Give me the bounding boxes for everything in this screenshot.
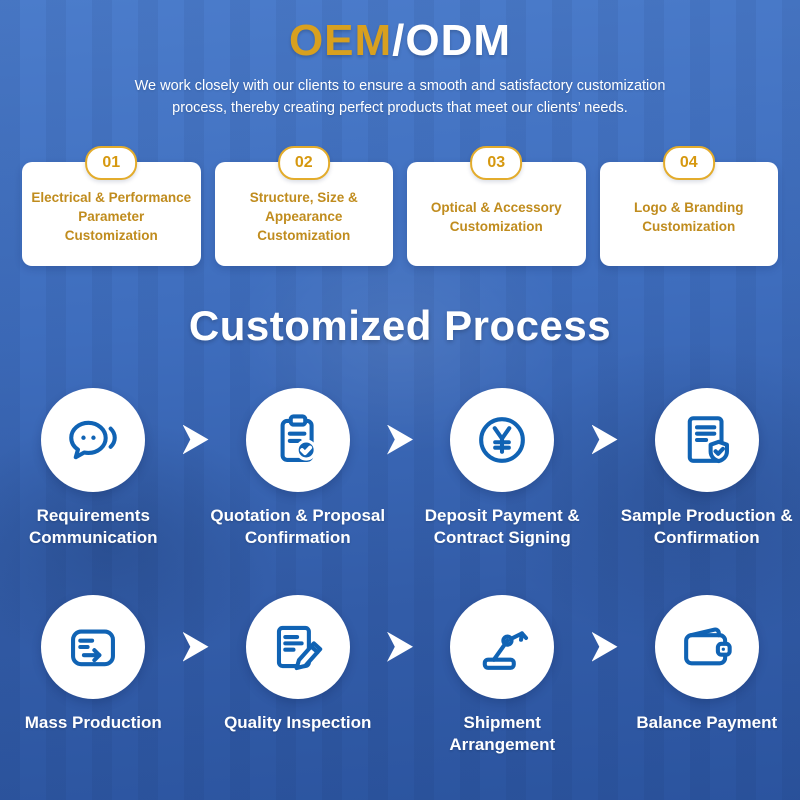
chat-icon (69, 420, 118, 459)
yen-coin-icon (479, 416, 526, 463)
arrow-right-icon (591, 631, 618, 662)
clipboard-check-icon (280, 413, 317, 462)
step-circle (654, 594, 759, 699)
wallet-icon (683, 627, 732, 666)
step-circle (245, 387, 350, 492)
intro-text: We work closely with our clients to ensu… (134, 78, 666, 116)
card-label: Optical & Accessory Customization (430, 199, 562, 234)
step-label: Shipment Arrangement (449, 712, 556, 754)
card-number-badge: 03 (470, 145, 523, 180)
step-label: Quality Inspection (224, 712, 372, 732)
arrow-right-icon (182, 631, 209, 662)
page-title: OEM/ODM (0, 0, 800, 66)
card-number-badge: 01 (85, 145, 138, 180)
customization-card-1: 01 Electrical & Performance Parameter Cu… (22, 145, 201, 266)
process-step-mass-production: Mass Production (4, 594, 183, 734)
customization-card-2: 02 Structure, Size & Appearance Customiz… (214, 145, 393, 266)
step-circle (41, 594, 146, 699)
process-step-deposit: Deposit Payment & Contract Signing (413, 387, 592, 549)
step-label: Deposit Payment & Contract Signing (424, 505, 580, 547)
step-circle (245, 594, 350, 699)
card-label: Electrical & Performance Parameter Custo… (31, 190, 192, 243)
arrow-right-icon (182, 424, 209, 455)
process-row-2: Mass Production Quality Inspection (0, 594, 800, 756)
title-odm: /ODM (392, 16, 512, 65)
title-oem: OEM (288, 16, 393, 65)
step-circle (654, 387, 759, 492)
card-number-badge: 02 (277, 145, 330, 180)
card-label: Logo & Branding Customization (634, 199, 744, 234)
document-pencil-icon (276, 625, 322, 670)
process-title: Customized Process (188, 301, 612, 349)
process-step-sample: Sample Production & Confirmation (618, 387, 797, 549)
arrow-right-icon (387, 631, 413, 662)
arrow-right-icon (387, 424, 413, 455)
process-step-shipment: Shipment Arrangement (413, 594, 592, 756)
process-step-requirements: Requirements Communication (4, 387, 183, 549)
document-shield-icon (687, 415, 729, 463)
step-label: Sample Production & Confirmation (620, 505, 793, 547)
customization-card-4: 04 Logo & Branding Customization (599, 145, 778, 266)
step-label: Balance Payment (636, 712, 778, 732)
arrow-right-icon (591, 424, 618, 455)
step-label: Requirements Communication (29, 505, 158, 547)
process-step-quotation: Quotation & Proposal Confirmation (209, 387, 388, 549)
step-circle (41, 387, 146, 492)
process-step-balance: Balance Payment (618, 594, 797, 734)
step-circle (450, 387, 555, 492)
customization-card-3: 03 Optical & Accessory Customization (407, 145, 586, 266)
process-row-1: Requirements Communication Quotation & P… (0, 387, 800, 549)
header: OEM/ODM We work closely with our clients… (0, 0, 800, 120)
customization-cards: 01 Electrical & Performance Parameter Cu… (0, 145, 800, 266)
robot-arm-icon (482, 631, 529, 670)
card-label: Structure, Size & Appearance Customizati… (249, 190, 358, 243)
step-label: Quotation & Proposal Confirmation (210, 505, 386, 547)
card-number-badge: 04 (662, 145, 715, 180)
step-label: Mass Production (24, 712, 162, 732)
process-step-quality: Quality Inspection (209, 594, 388, 734)
production-box-icon (71, 629, 116, 666)
step-circle (450, 594, 555, 699)
